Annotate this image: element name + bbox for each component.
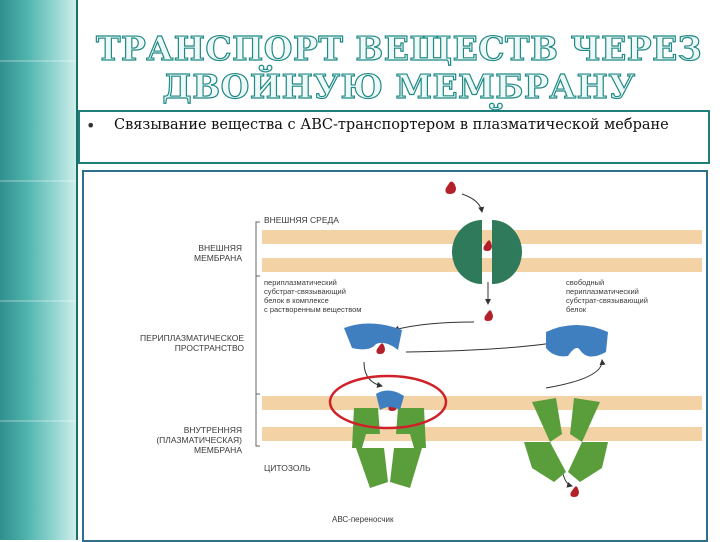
outer-membrane-label-2: МЕМБРАНА — [194, 253, 242, 263]
substrate-drop-bound — [376, 343, 385, 354]
decorative-side-panel — [0, 0, 76, 540]
periplasm-bracket — [255, 275, 260, 395]
bullet-marker: • — [86, 116, 96, 135]
outer-env-label: ВНЕШНЯЯ СРЕДА — [264, 215, 339, 225]
bullet-text: Связывание вещества с АВС-транспортером … — [114, 117, 669, 133]
inner-membrane-label-2: (ПЛАЗМАТИЧЕСКАЯ) — [156, 435, 242, 445]
abc-carrier-label: АВС-переносчик — [332, 515, 394, 524]
free-protein-label-2: периплазматический — [566, 287, 639, 296]
abc-transporter-closed — [352, 390, 426, 488]
inner-membrane-label-3: МЕМБРАНА — [194, 445, 242, 455]
inner-membrane-bottom-layer — [262, 427, 702, 441]
title-line-1: ТРАНСПОРТ ВЕЩЕСТВ ЧЕРЕЗ — [95, 29, 703, 68]
free-protein-label-3: субстрат-связывающий — [566, 296, 648, 305]
cytosol-label: ЦИТОЗОЛЬ — [264, 463, 311, 473]
bound-protein-label-1: периплазматический — [264, 278, 337, 287]
substrate-drop-outside — [445, 181, 456, 194]
abc-transporter-open — [524, 398, 608, 482]
outer-membrane-bracket — [255, 221, 260, 277]
diagram-frame: ВНЕШНЯЯ СРЕДА ВНЕШНЯЯ МЕМБРАНА ПЕРИПЛАЗМ… — [82, 170, 708, 542]
periplasm-label-2: ПРОСТРАНСТВО — [175, 343, 245, 353]
slide-title: ТРАНСПОРТ ВЕЩЕСТВ ЧЕРЕЗ ДВОЙНУЮ МЕМБРАНУ… — [78, 29, 720, 144]
free-binding-protein — [546, 325, 608, 357]
periplasm-label-1: ПЕРИПЛАЗМАТИЧЕСКОЕ — [140, 333, 244, 343]
substrate-drop-periplasm — [484, 310, 493, 321]
inner-membrane-bracket — [255, 393, 260, 447]
free-protein-label-1: свободный — [566, 278, 604, 287]
porin-channel — [452, 220, 522, 284]
substrate-drop-cytosol — [570, 486, 579, 497]
side-panel-border — [76, 0, 78, 540]
outer-membrane-label-1: ВНЕШНЯЯ — [198, 243, 242, 253]
substrate-drop-porin — [483, 240, 492, 251]
bound-protein-label-2: субстрат-связывающий — [264, 287, 346, 296]
bound-protein-label-4: с растворенным веществом — [264, 305, 361, 314]
bullet-box: • Связывание вещества с АВС-транспортеро… — [78, 110, 710, 164]
bound-protein-label-3: белок в комплексе — [264, 296, 329, 305]
bound-binding-protein — [344, 323, 402, 350]
highlight-ellipse — [328, 374, 448, 430]
inner-membrane-label-1: ВНУТРЕННЯЯ — [184, 425, 242, 435]
flow-arrows — [363, 193, 606, 488]
inner-membrane-top-layer — [262, 396, 702, 410]
abc-transport-diagram: ВНЕШНЯЯ СРЕДА ВНЕШНЯЯ МЕМБРАНА ПЕРИПЛАЗМ… — [140, 181, 702, 524]
free-protein-label-4: белок — [566, 305, 587, 314]
